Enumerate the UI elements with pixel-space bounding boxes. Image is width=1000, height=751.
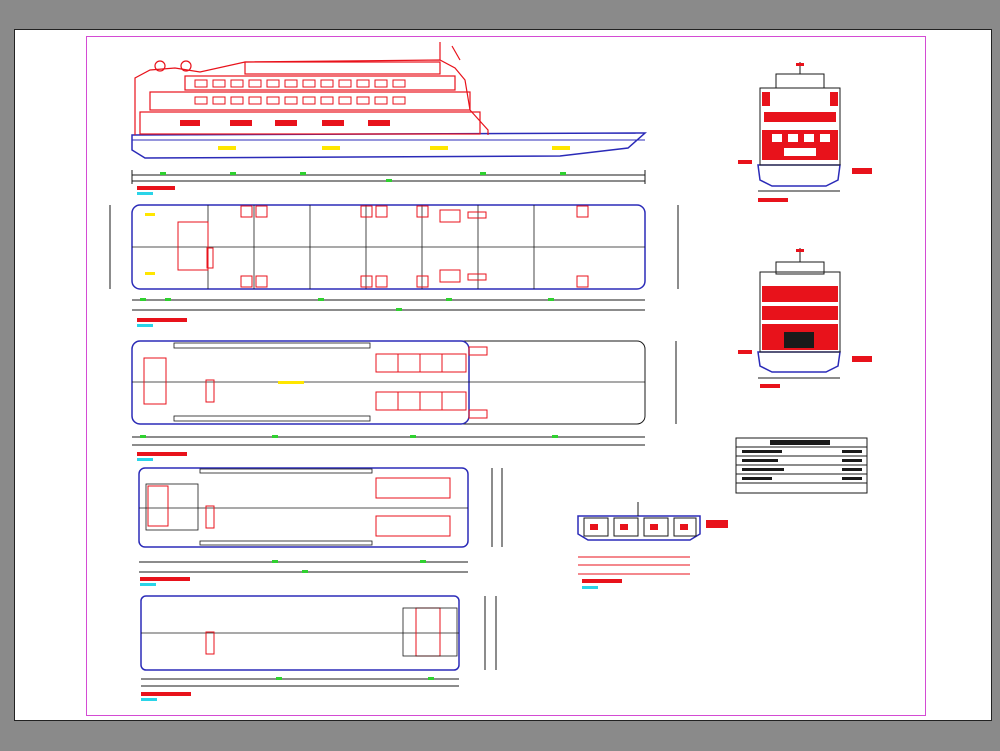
third-deck-plan (138, 467, 503, 586)
rear-elevation-view (738, 248, 872, 388)
side-view-label (137, 186, 175, 190)
main-deck-label (137, 318, 187, 322)
title-block (735, 437, 868, 494)
waterline-marks (218, 146, 570, 150)
front-elevation-view (738, 62, 872, 202)
superstructure (134, 42, 489, 135)
hull-profile (131, 132, 647, 159)
drawing-frame (86, 36, 926, 716)
roof-deck-plan (140, 595, 497, 701)
side-elevation-view (131, 42, 647, 195)
window-row-upper (194, 79, 406, 105)
window-row-lower (180, 120, 390, 126)
second-deck-plan (131, 340, 677, 461)
main-deck-plan (109, 204, 679, 327)
midship-section-view (577, 502, 728, 589)
